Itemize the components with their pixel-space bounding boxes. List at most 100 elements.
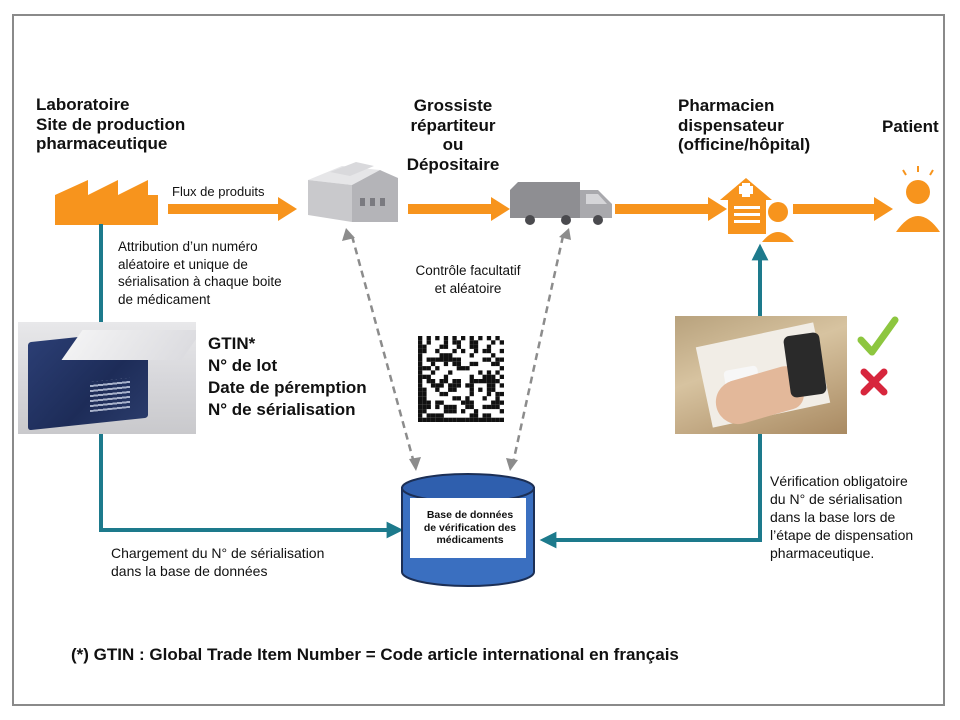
datamatrix-cell — [422, 400, 427, 405]
datamatrix-cell — [495, 400, 500, 405]
datamatrix-cell — [422, 396, 427, 401]
datamatrix-cell — [486, 417, 492, 422]
datamatrix-cell — [473, 409, 479, 414]
datamatrix-cell — [482, 357, 487, 362]
datamatrix-cell — [469, 340, 474, 345]
datamatrix-cell — [461, 409, 466, 414]
datamatrix-cell — [422, 404, 427, 410]
datamatrix-cell — [448, 383, 453, 388]
datamatrix-cell — [418, 391, 423, 397]
datamatrix-cell — [465, 383, 470, 388]
datamatrix-cell — [452, 379, 457, 384]
datamatrix-cell — [426, 336, 431, 341]
controle-text: Contrôle facultatif et aléatoire — [415, 263, 521, 296]
teal-connector-left — [99, 224, 404, 539]
datamatrix-cell — [426, 400, 431, 405]
verification-text: Vérification obligatoire du N° de sérial… — [770, 473, 914, 561]
datamatrix-cell — [426, 417, 431, 422]
datamatrix-cell — [452, 396, 457, 401]
database-label: Base de données de vérification des médi… — [423, 509, 517, 547]
datamatrix-cell — [452, 409, 457, 414]
datamatrix-cell — [473, 417, 479, 422]
datamatrix-cell — [430, 417, 436, 422]
datamatrix-cell — [482, 417, 487, 422]
datamatrix-cell — [418, 387, 423, 392]
datamatrix-cell — [418, 396, 423, 401]
datamatrix-cell — [469, 361, 474, 367]
datamatrix-cell — [422, 391, 427, 397]
orange-flow-arrow-1 — [168, 197, 297, 221]
datamatrix-cell — [478, 417, 483, 422]
datamatrix-cell — [439, 417, 444, 422]
datamatrix-cell — [465, 404, 470, 410]
datamatrix-cell — [426, 404, 431, 410]
datamatrix-cell — [443, 344, 449, 349]
datamatrix-cell — [439, 379, 444, 384]
datamatrix-cell — [418, 353, 423, 358]
datamatrix-cell — [486, 379, 492, 384]
datamatrix-cell — [452, 404, 457, 410]
datamatrix-cell — [473, 348, 479, 354]
datamatrix-cell — [435, 357, 440, 362]
datamatrix-cell — [426, 366, 431, 371]
datamatrix-cell — [456, 366, 461, 371]
datamatrix-cell — [448, 370, 453, 375]
check-icon — [857, 316, 899, 356]
datamatrix-cell — [469, 344, 474, 349]
datamatrix-cell — [418, 344, 423, 349]
datamatrix-cell — [448, 409, 453, 414]
datamatrix-cell — [418, 336, 423, 341]
datamatrix-cell — [473, 344, 479, 349]
datamatrix-cell — [469, 400, 474, 405]
datamatrix-cell — [469, 413, 474, 418]
pharmacien-title: Pharmacien dispensateur (officine/hôpita… — [678, 96, 811, 155]
datamatrix-cell — [443, 404, 449, 410]
datamatrix-cell — [448, 387, 453, 392]
datamatrix-cell — [439, 344, 444, 349]
datamatrix-cell — [486, 383, 492, 388]
datamatrix-cell — [426, 379, 431, 384]
footnote: (*) GTIN : Global Trade Item Number = Co… — [71, 645, 679, 664]
datamatrix-cell — [486, 387, 492, 392]
datamatrix-cell — [486, 357, 492, 362]
pharmacy-icon — [720, 178, 794, 242]
datamatrix-cell — [430, 370, 436, 375]
datamatrix-cell — [499, 417, 504, 422]
datamatrix-cell — [418, 379, 423, 384]
datamatrix-cell — [439, 413, 444, 418]
medicine-box-top — [61, 330, 196, 360]
datamatrix-cell — [418, 413, 423, 418]
datamatrix-cell — [448, 357, 453, 362]
datamatrix-cell — [482, 348, 487, 354]
datamatrix-cell — [456, 357, 461, 362]
datamatrix-cell — [435, 417, 440, 422]
datamatrix-cell — [491, 340, 496, 345]
datamatrix-cell — [495, 357, 500, 362]
datamatrix-cell — [491, 417, 496, 422]
datamatrix-cell — [452, 417, 457, 422]
datamatrix-cell — [491, 379, 496, 384]
datamatrix-cell — [499, 409, 504, 414]
datamatrix-cell — [448, 353, 453, 358]
datamatrix-cell — [456, 383, 461, 388]
datamatrix-cell — [418, 361, 423, 367]
datamatrix-cell — [495, 404, 500, 410]
patient-icon — [896, 166, 940, 232]
datamatrix-cell — [491, 383, 496, 388]
datamatrix-cell — [452, 348, 457, 354]
datamatrix-cell — [426, 340, 431, 345]
datamatrix-cell — [486, 391, 492, 397]
datamatrix-cell — [418, 370, 423, 375]
datamatrix-cell — [452, 383, 457, 388]
datamatrix-cell — [443, 357, 449, 362]
datamatrix-cell — [422, 417, 427, 422]
datamatrix-cell — [469, 374, 474, 379]
datamatrix-cell — [418, 366, 423, 371]
datamatrix-cell — [486, 374, 492, 379]
datamatrix-cell — [465, 400, 470, 405]
datamatrix-cell — [422, 344, 427, 349]
datamatrix-cell — [478, 336, 483, 341]
datamatrix-cell — [486, 413, 492, 418]
chargement-text: Chargement du N° de sérialisation dans l… — [111, 545, 325, 579]
